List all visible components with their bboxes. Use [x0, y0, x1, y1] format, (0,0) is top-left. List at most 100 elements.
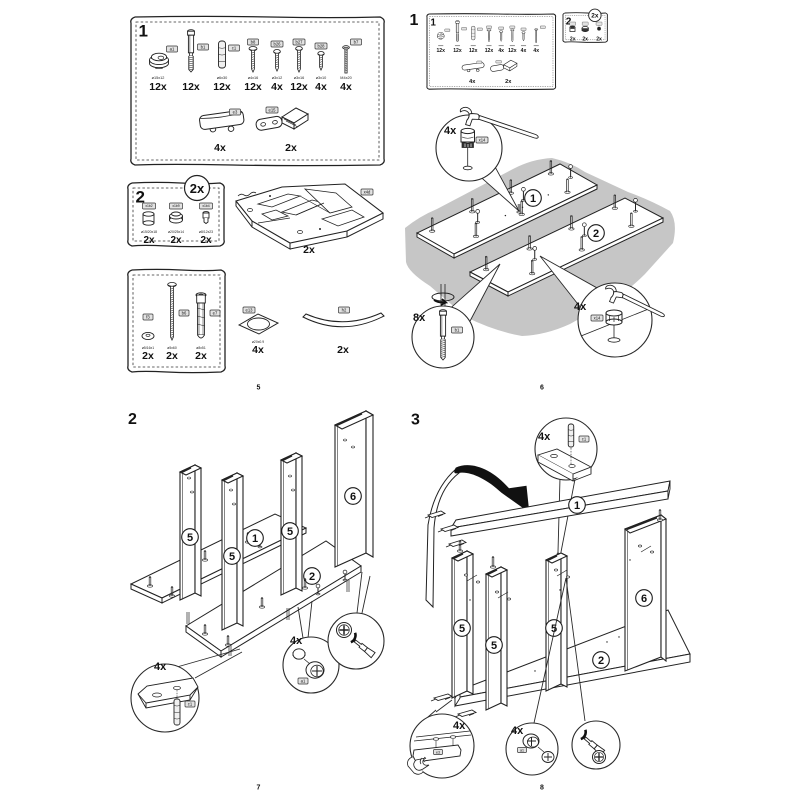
svg-text:b28: b28 [318, 44, 326, 49]
svg-text:2x: 2x [505, 79, 512, 85]
svg-text:12x: 12x [436, 48, 445, 54]
svg-text:x14: x14 [479, 138, 486, 143]
svg-text:2x: 2x [591, 13, 599, 20]
svg-text:a1: a1 [301, 679, 306, 684]
svg-text:e3: e3 [436, 750, 440, 754]
svg-text:4x: 4x [533, 48, 539, 54]
svg-text:1: 1 [574, 500, 580, 512]
svg-text:12x: 12x [508, 48, 517, 54]
svg-text:x14: x14 [594, 316, 601, 321]
svg-text:4x: 4x [340, 81, 352, 93]
svg-text:ø3x12: ø3x12 [272, 76, 283, 80]
svg-text:e7: e7 [213, 311, 218, 316]
svg-text:2x: 2x [142, 350, 154, 362]
svg-text:12x: 12x [213, 81, 231, 93]
svg-text:b1: b1 [455, 328, 460, 333]
svg-text:12x: 12x [290, 81, 308, 93]
svg-text:4x: 4x [290, 635, 303, 647]
svg-text:b7: b7 [354, 40, 359, 45]
svg-text:b1: b1 [201, 45, 206, 50]
svg-text:b27: b27 [296, 40, 304, 45]
svg-text:ø6x30: ø6x30 [217, 76, 228, 80]
svg-text:f3: f3 [146, 315, 150, 320]
svg-text:x1b9: x1b9 [172, 204, 179, 208]
svg-text:12x: 12x [182, 81, 200, 93]
svg-text:4x: 4x [511, 725, 524, 737]
svg-text:2x: 2x [143, 235, 155, 246]
svg-text:b26: b26 [274, 42, 282, 47]
svg-text:1: 1 [431, 18, 437, 29]
svg-text:b6: b6 [182, 311, 187, 316]
svg-text:1: 1 [530, 193, 536, 205]
svg-text:b8: b8 [251, 40, 256, 45]
svg-text:2: 2 [598, 655, 604, 667]
svg-text:2x: 2x [200, 235, 212, 246]
svg-text:12x: 12x [469, 48, 478, 54]
svg-text:8: 8 [540, 785, 544, 792]
svg-text:3: 3 [411, 412, 420, 429]
svg-text:e13: e13 [246, 308, 254, 313]
svg-text:ø15/20x18: ø15/20x18 [141, 230, 157, 234]
svg-text:2: 2 [593, 228, 599, 240]
svg-text:1: 1 [252, 533, 258, 545]
svg-text:h2: h2 [342, 308, 347, 313]
svg-text:c1: c1 [582, 437, 587, 442]
svg-text:ø4x16: ø4x16 [248, 76, 259, 80]
svg-text:6: 6 [540, 385, 544, 392]
svg-text:4x: 4x [252, 344, 264, 356]
svg-text:x1b2: x1b2 [145, 204, 152, 208]
svg-text:ø3x16: ø3x16 [294, 76, 305, 80]
svg-text:5: 5 [187, 532, 193, 544]
svg-text:M4x20: M4x20 [340, 76, 351, 80]
svg-text:2x: 2x [166, 350, 178, 362]
svg-text:5: 5 [257, 385, 261, 392]
svg-text:7: 7 [257, 785, 261, 792]
svg-text:4x: 4x [521, 48, 527, 54]
svg-text:1: 1 [139, 22, 148, 41]
svg-text:5: 5 [459, 623, 465, 635]
svg-text:e3: e3 [233, 110, 238, 115]
svg-text:4x: 4x [315, 81, 327, 93]
svg-text:6: 6 [350, 491, 356, 503]
svg-text:8x: 8x [413, 312, 426, 324]
svg-text:6: 6 [641, 593, 647, 605]
svg-text:x1b4: x1b4 [202, 204, 209, 208]
svg-text:2: 2 [309, 571, 315, 583]
svg-text:c1: c1 [232, 46, 237, 51]
svg-text:4x: 4x [453, 720, 466, 732]
svg-text:4x: 4x [469, 79, 476, 85]
svg-text:c1: c1 [188, 702, 193, 707]
svg-text:ø20/25x14: ø20/25x14 [168, 230, 184, 234]
svg-text:2: 2 [128, 411, 137, 428]
svg-text:4x: 4x [154, 661, 167, 673]
svg-text:2x: 2x [170, 235, 182, 246]
svg-text:ø8/12x23: ø8/12x23 [199, 230, 213, 234]
svg-text:12x: 12x [244, 81, 262, 93]
svg-text:ø20x0.9: ø20x0.9 [252, 340, 264, 344]
svg-text:2x: 2x [337, 344, 349, 356]
svg-text:2: 2 [136, 188, 145, 207]
svg-text:4x: 4x [444, 125, 457, 137]
svg-text:a1: a1 [170, 47, 175, 52]
svg-text:5: 5 [551, 623, 557, 635]
svg-text:ø5/16x1: ø5/16x1 [142, 346, 154, 350]
svg-text:4x: 4x [538, 431, 551, 443]
svg-text:ø3x10: ø3x10 [316, 76, 327, 80]
svg-text:12x: 12x [149, 81, 167, 93]
svg-text:5: 5 [491, 640, 497, 652]
svg-text:x4d: x4d [364, 190, 371, 195]
svg-text:ø15x12: ø15x12 [152, 76, 165, 80]
svg-text:4x: 4x [271, 81, 283, 93]
svg-text:12x: 12x [453, 48, 462, 54]
svg-text:2x: 2x [596, 37, 602, 43]
svg-text:ø5x60: ø5x60 [167, 346, 177, 350]
svg-text:ø8x51: ø8x51 [196, 346, 206, 350]
svg-text:2x: 2x [570, 37, 576, 43]
svg-text:5: 5 [287, 526, 293, 538]
svg-text:2x: 2x [582, 37, 588, 43]
svg-text:a1: a1 [520, 748, 524, 752]
svg-text:2x: 2x [190, 181, 205, 196]
svg-text:5: 5 [229, 551, 235, 563]
svg-text:2x: 2x [303, 244, 315, 256]
svg-text:4x: 4x [498, 48, 504, 54]
